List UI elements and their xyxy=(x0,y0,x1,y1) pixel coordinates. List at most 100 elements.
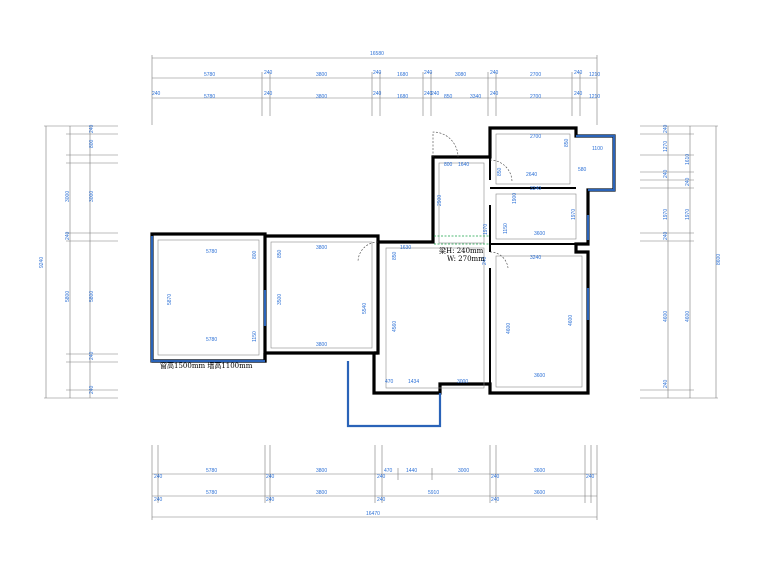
balcony-window xyxy=(150,236,265,363)
top-dim-2-14: 1210 xyxy=(589,94,600,100)
kitchen-side: 850 xyxy=(564,138,570,147)
top-dim-2-6: 1680 xyxy=(397,94,408,100)
top-dim-2-9: 850 xyxy=(444,94,453,100)
top-dim-1-3: 3800 xyxy=(316,72,327,78)
bottom-tick-2: 240 xyxy=(266,474,275,480)
bath-side-b: 1970 xyxy=(483,224,489,235)
top-dim-1-2: 240 xyxy=(264,70,273,76)
top-dim-2-5: 240 xyxy=(373,91,382,97)
corridor-side: 4560 xyxy=(392,321,398,332)
top-dim-1-4: 240 xyxy=(373,70,382,76)
beam-width-note: W: 270mm xyxy=(447,255,485,263)
left-dim-3: 3000 xyxy=(65,191,71,202)
bath-top: 3600 xyxy=(534,231,545,237)
top-dim-2-1: 240 xyxy=(152,91,161,97)
r1-small-b: 1150 xyxy=(252,331,258,342)
top-dim-2-3: 240 xyxy=(264,91,273,97)
bed-side-b: 4600 xyxy=(568,315,574,326)
r2-side-b: 5540 xyxy=(362,303,368,314)
kitchen-right: 1100 xyxy=(592,146,603,152)
r1-bottom: 5780 xyxy=(206,337,217,343)
kitchen-top: 2700 xyxy=(530,134,541,140)
bottom-dim-1-1: 5780 xyxy=(206,468,217,474)
r1-top: 5780 xyxy=(206,249,217,255)
kitchen-low: 3340 xyxy=(530,186,541,192)
kitchen-mid-b: 580 xyxy=(578,167,587,173)
bottom-dim-1-2: 3800 xyxy=(316,468,327,474)
bath-small: 1900 xyxy=(512,193,518,204)
right-dim-6b: 1970 xyxy=(685,209,691,220)
bottom-tick-4: 240 xyxy=(491,474,500,480)
corridor-small: 850 xyxy=(392,251,398,260)
bottom-c: 3000 xyxy=(457,379,468,385)
bottom-tick-6: 240 xyxy=(154,497,163,503)
bath-right: 1970 xyxy=(571,209,577,220)
top-dim-2-8: 240 xyxy=(431,91,440,97)
bed-top: 3240 xyxy=(530,255,541,261)
right-dim-5: 240 xyxy=(685,177,691,186)
doors xyxy=(357,131,513,269)
right-dim-9: 240 xyxy=(663,379,669,388)
right-overall-dim: 8600 xyxy=(716,254,722,265)
left-dim-2: 800 xyxy=(89,139,95,148)
left-dim-3b: 3000 xyxy=(89,191,95,202)
hall-top-b: 1640 xyxy=(458,162,469,168)
r1-small-a: 800 xyxy=(252,250,258,259)
left-dim-1: 240 xyxy=(89,124,95,133)
bottom-dimensions: 5780 3800 470 1440 3000 3600 240 240 240… xyxy=(151,445,598,520)
bay-window xyxy=(346,361,442,428)
r2-top: 3800 xyxy=(316,245,327,251)
right-dim-4: 240 xyxy=(663,169,669,178)
entry-door xyxy=(432,131,459,158)
top-dim-1-8: 240 xyxy=(490,70,499,76)
top-dim-2-10: 3340 xyxy=(470,94,481,100)
right-dim-8b: 4600 xyxy=(685,311,691,322)
kitchen-side-b: 850 xyxy=(497,167,503,176)
bottom-dim-1-5: 3000 xyxy=(458,468,469,474)
top-dim-1-6: 240 xyxy=(424,70,433,76)
bottom-tick-7: 240 xyxy=(266,497,275,503)
bottom-tick-9: 240 xyxy=(491,497,500,503)
hall-top: 800 xyxy=(444,162,453,168)
top-dim-1-7: 3080 xyxy=(455,72,466,78)
right-dimensions: 8600 240 1270 1610 240 240 1970 1970 240… xyxy=(640,124,722,399)
inner-wall-lines xyxy=(157,133,583,389)
top-dim-1-5: 1680 xyxy=(397,72,408,78)
left-overall-dim: 9240 xyxy=(39,257,45,268)
top-overall-dim: 16580 xyxy=(370,51,384,57)
room-dimensions: 5780 5780 5870 800 1150 3800 3800 3500 5… xyxy=(167,134,603,385)
r1-side: 5870 xyxy=(167,294,173,305)
top-dim-2-11: 240 xyxy=(490,91,499,97)
bottom-dim-2-4: 3600 xyxy=(534,490,545,496)
misc-a: 240 xyxy=(482,256,488,265)
top-dimensions: 16580 5780 240 3800 240 1680 240 3080 24… xyxy=(151,51,600,125)
bed-side-a: 4600 xyxy=(506,323,512,334)
corridor-top: 1630 xyxy=(400,245,411,251)
left-dimensions: 9240 240 800 3000 3000 240 5800 5800 240… xyxy=(39,124,118,399)
right-dim-1: 240 xyxy=(663,124,669,133)
r2-side-a: 3500 xyxy=(277,294,283,305)
bottom-dim-2-3: 5910 xyxy=(428,490,439,496)
bottom-tick-1: 240 xyxy=(154,474,163,480)
bottom-dim-2-1: 5780 xyxy=(206,490,217,496)
top-dim-1-11: 1210 xyxy=(589,72,600,78)
hall-side: 2900 xyxy=(437,195,443,206)
beam-marker xyxy=(434,235,490,245)
bottom-dim-1-6: 3600 xyxy=(534,468,545,474)
bottom-tick-3: 240 xyxy=(377,474,386,480)
bottom-b: 1434 xyxy=(408,379,419,385)
top-dim-2-13: 240 xyxy=(574,91,583,97)
top-dim-1-9: 2700 xyxy=(530,72,541,78)
top-dim-1-10: 240 xyxy=(574,70,583,76)
r2-bottom: 3800 xyxy=(316,342,327,348)
top-dim-2-4: 3800 xyxy=(316,94,327,100)
right-dim-3: 1610 xyxy=(685,154,691,165)
left-dim-7: 240 xyxy=(89,385,95,394)
walls xyxy=(150,126,616,395)
bottom-tick-5: 240 xyxy=(586,474,595,480)
bottom-a: 470 xyxy=(385,379,394,385)
top-dim-2-7: 240 xyxy=(424,91,433,97)
left-dim-6: 240 xyxy=(89,351,95,360)
top-dim-1-1: 5780 xyxy=(204,72,215,78)
bottom-tick-8: 240 xyxy=(377,497,386,503)
